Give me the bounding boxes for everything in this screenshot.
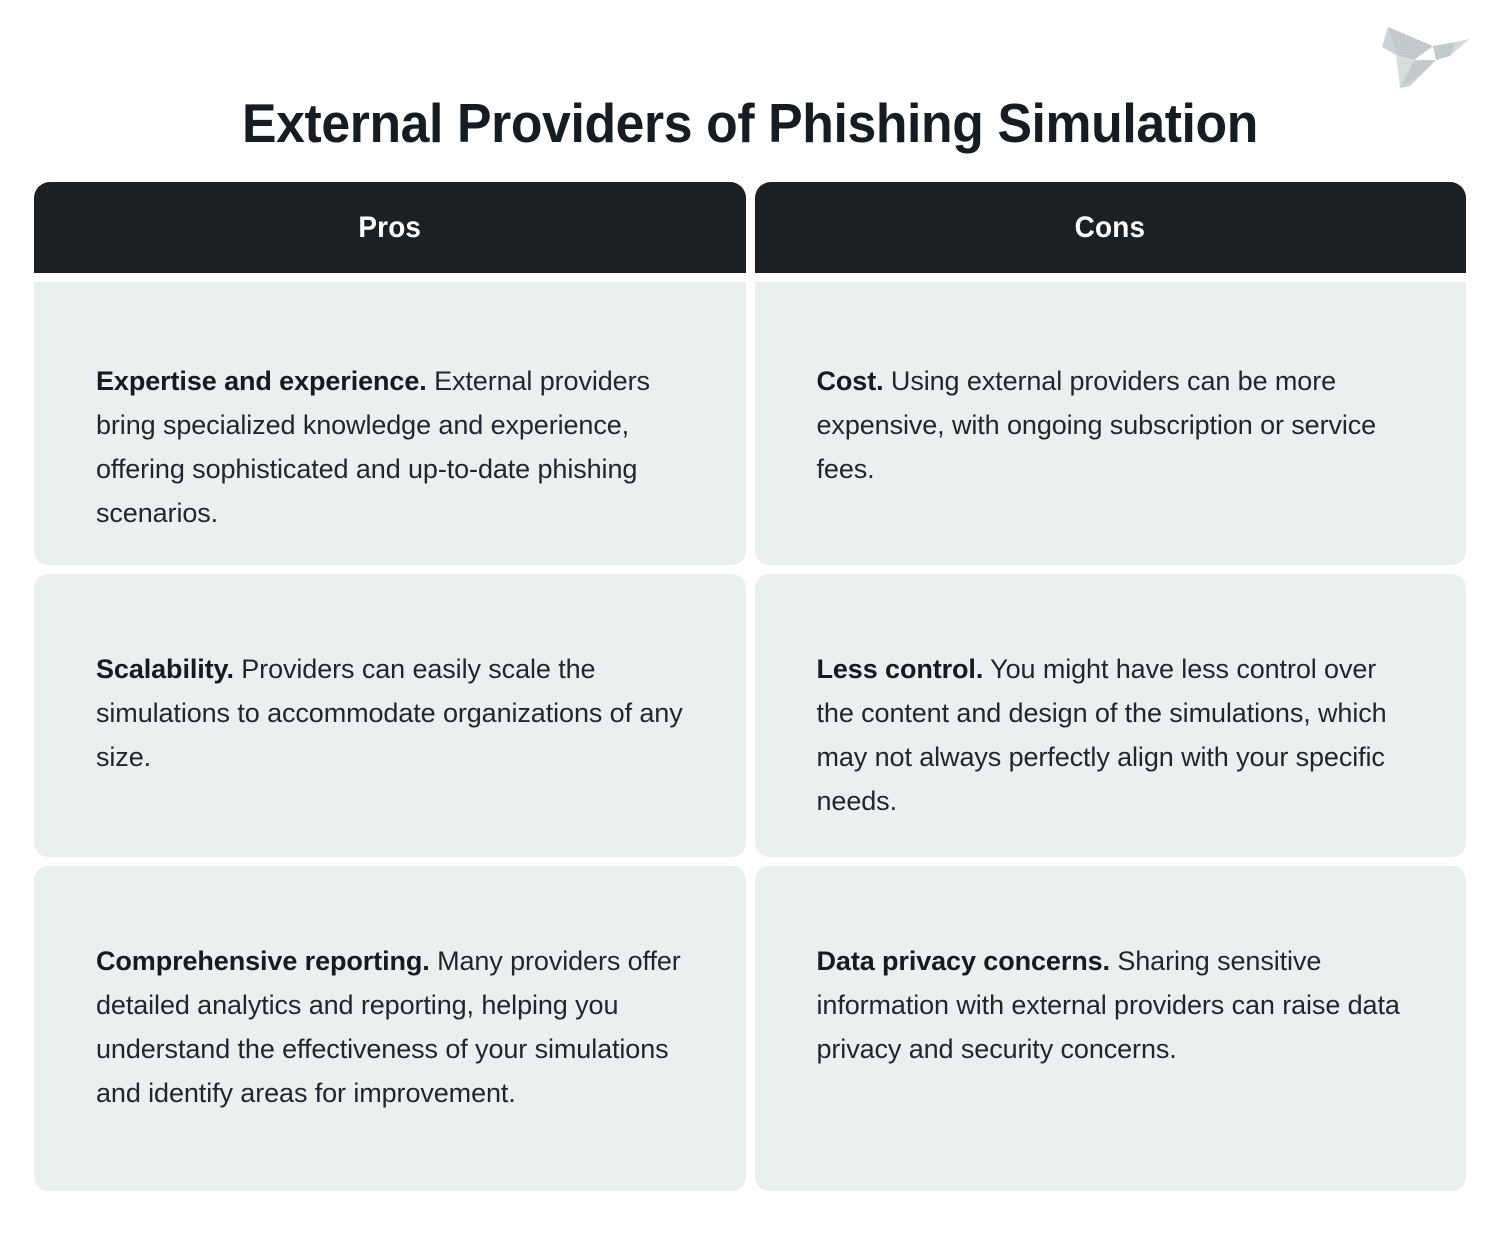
column-header-pros-label: Pros xyxy=(358,210,422,244)
table-row: Scalability. Providers can easily scale … xyxy=(34,574,1466,857)
cell-pros-3-lead: Comprehensive reporting. xyxy=(96,946,430,976)
table-row: Comprehensive reporting. Many providers … xyxy=(34,866,1466,1191)
column-header-cons: Cons xyxy=(754,182,1466,273)
cell-pros-1-lead: Expertise and experience. xyxy=(96,366,427,396)
table-row: Expertise and experience. External provi… xyxy=(34,282,1466,565)
cell-pros-2-lead: Scalability. xyxy=(96,654,234,684)
column-header-cons-label: Cons xyxy=(1074,210,1146,244)
cell-pros-3-body: Many providers offer detailed analytics … xyxy=(96,946,681,1108)
cell-cons-3-text: Data privacy concerns. Sharing sensitive… xyxy=(817,939,1407,1071)
cell-pros-1-text: Expertise and experience. External provi… xyxy=(96,359,686,535)
cell-pros-2-text: Scalability. Providers can easily scale … xyxy=(96,647,686,779)
cell-cons-1: Cost. Using external providers can be mo… xyxy=(754,282,1466,565)
table-header-row: Pros Cons xyxy=(34,182,1466,273)
cell-pros-3-text: Comprehensive reporting. Many providers … xyxy=(96,939,686,1115)
cell-cons-2-text: Less control. You might have less contro… xyxy=(817,647,1407,823)
pros-cons-table: Pros Cons Expertise and experience. Exte… xyxy=(34,182,1466,1191)
cell-cons-3-lead: Data privacy concerns. xyxy=(816,946,1111,976)
cell-cons-1-text: Cost. Using external providers can be mo… xyxy=(817,359,1407,491)
cell-cons-2-body: You might have less control over the con… xyxy=(816,654,1387,816)
cell-pros-3: Comprehensive reporting. Many providers … xyxy=(34,866,746,1191)
cell-cons-1-lead: Cost. xyxy=(816,366,884,396)
cell-cons-3-body: Sharing sensitive information with exter… xyxy=(816,946,1400,1064)
cell-pros-2: Scalability. Providers can easily scale … xyxy=(34,574,746,857)
cell-cons-2-lead: Less control. xyxy=(816,654,984,684)
cell-pros-1-body: External providers bring specialized kno… xyxy=(96,366,650,528)
column-header-pros: Pros xyxy=(34,182,746,273)
cell-cons-2: Less control. You might have less contro… xyxy=(754,574,1466,857)
cell-cons-3: Data privacy concerns. Sharing sensitive… xyxy=(754,866,1466,1191)
page-title: External Providers of Phishing Simulatio… xyxy=(242,91,1258,154)
cell-pros-1: Expertise and experience. External provi… xyxy=(34,282,746,565)
cell-pros-2-body: Providers can easily scale the simulatio… xyxy=(96,654,683,772)
cell-cons-1-body: Using external providers can be more exp… xyxy=(816,366,1377,484)
origami-bird-icon xyxy=(1370,16,1474,100)
